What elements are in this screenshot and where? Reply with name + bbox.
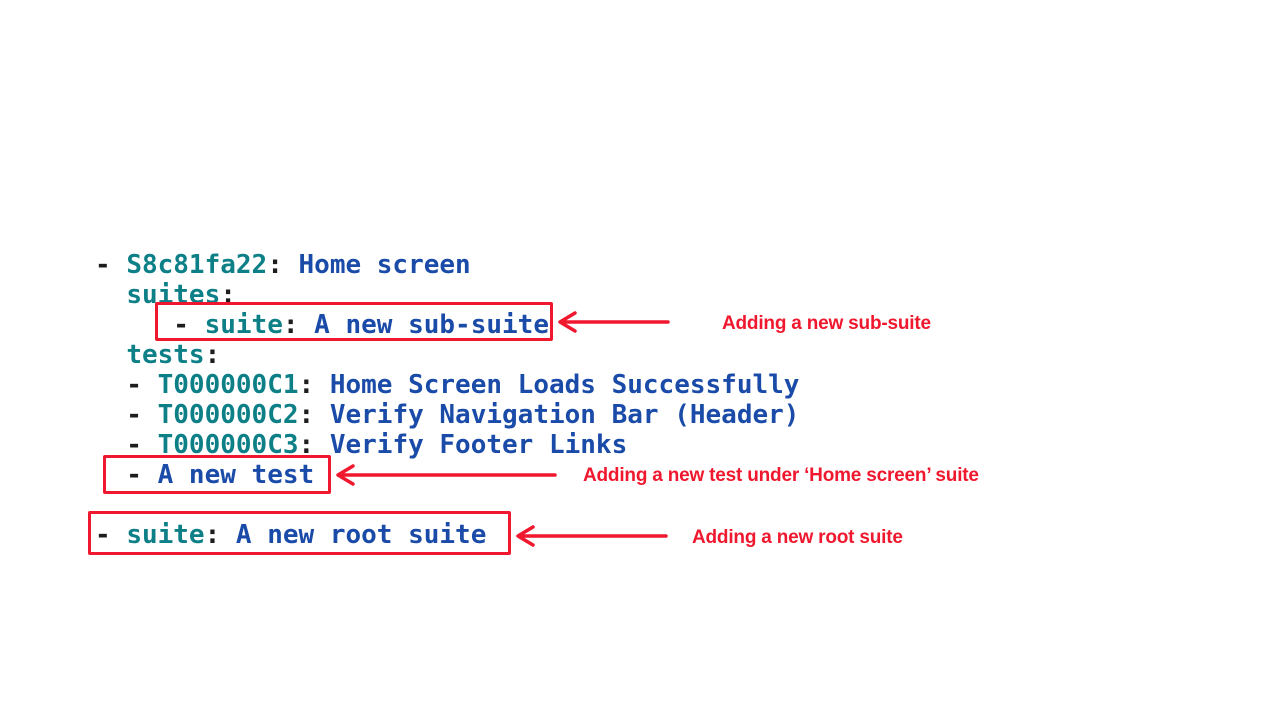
code-line: - S8c81fa22: Home screen <box>95 250 799 280</box>
code-token: suite <box>204 310 283 340</box>
code-token: - <box>95 250 127 280</box>
code-token: Verify Navigation Bar (Header) <box>329 400 800 430</box>
code-token: - <box>95 460 158 490</box>
arrow-root-suite-icon <box>514 523 668 549</box>
code-token: A new test <box>157 460 315 490</box>
code-line: - A new test <box>95 460 799 490</box>
code-line: tests: <box>95 340 799 370</box>
code-token: T000000C1 <box>157 370 299 400</box>
code-token: : <box>298 370 330 400</box>
code-token: suite <box>126 520 205 550</box>
code-line: - suite: A new sub-suite <box>95 310 799 340</box>
annotation-label-sub-suite: Adding a new sub-suite <box>722 313 931 334</box>
highlight-box-root-suite <box>88 511 511 555</box>
code-token: : <box>204 520 236 550</box>
code-token: suites <box>126 280 221 310</box>
code-token: : <box>282 310 315 340</box>
code-token: A new root suite <box>235 520 487 550</box>
code-token: Home screen <box>298 250 471 280</box>
code-token: A new sub-suite <box>314 310 549 340</box>
highlight-box-new-test <box>103 455 331 494</box>
code-token: : <box>204 340 221 370</box>
code-token: : <box>298 400 330 430</box>
code-token: : <box>298 430 330 460</box>
code-token: : <box>267 250 299 280</box>
code-token: - <box>95 430 158 460</box>
code-token: S8c81fa22 <box>126 250 268 280</box>
code-token <box>95 340 126 370</box>
code-token: - <box>95 520 127 550</box>
code-line: - suite: A new root suite <box>95 520 799 550</box>
code-line: - T000000C1: Home Screen Loads Successfu… <box>95 370 799 400</box>
yaml-code-block: - S8c81fa22: Home screen suites: - suite… <box>95 250 799 550</box>
code-token <box>95 280 126 310</box>
code-token: Verify Footer Links <box>329 430 628 460</box>
annotation-label-root-suite: Adding a new root suite <box>692 527 903 548</box>
code-token: Home Screen Loads Successfully <box>329 370 800 400</box>
annotation-label-new-test: Adding a new test under ‘Home screen’ su… <box>583 465 979 486</box>
code-line: - T000000C2: Verify Navigation Bar (Head… <box>95 400 799 430</box>
code-token: tests <box>126 340 205 370</box>
code-token: - <box>95 400 158 430</box>
arrow-sub-suite-icon <box>556 309 670 335</box>
highlight-box-sub-suite <box>155 302 553 341</box>
code-token: - <box>95 310 205 340</box>
code-token: T000000C2 <box>157 400 299 430</box>
arrow-new-test-icon <box>334 462 557 488</box>
code-token: - <box>95 370 158 400</box>
